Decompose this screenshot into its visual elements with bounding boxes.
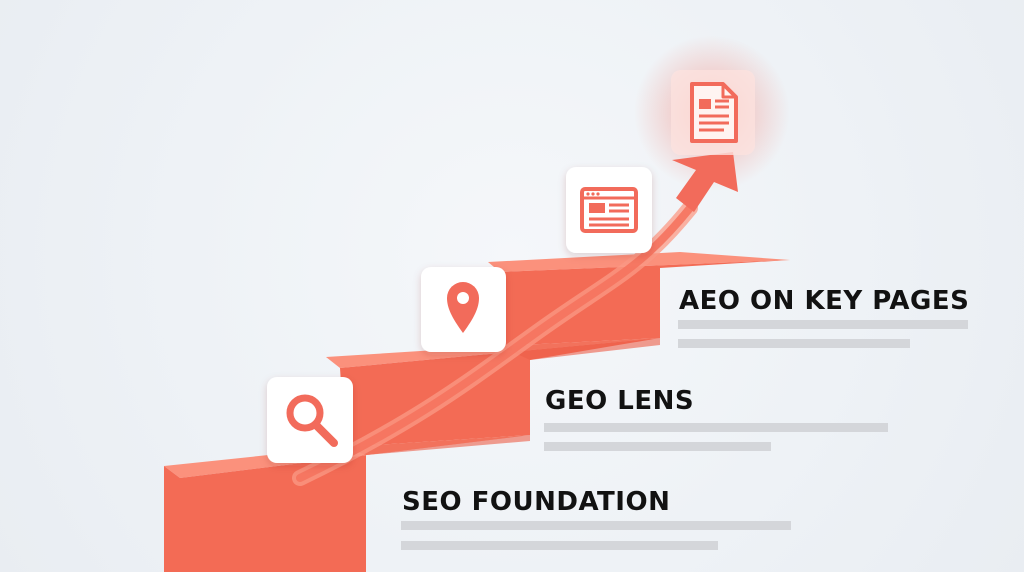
magnifier-icon — [286, 394, 338, 447]
placeholder-line — [401, 521, 791, 530]
geo-placeholder-lines — [544, 423, 888, 451]
stair-step-1-riser — [164, 435, 530, 572]
placeholder-line — [678, 339, 910, 348]
webpage-icon — [580, 187, 638, 233]
stair-step-1-side — [345, 435, 530, 455]
step-label-seo-foundation: SEO FOUNDATION — [402, 487, 671, 517]
document-icon — [690, 82, 738, 143]
magnifier-tile — [267, 377, 353, 463]
step-label-geo-lens: GEO LENS — [545, 386, 695, 416]
seo-placeholder-lines — [401, 521, 791, 550]
location-pin-icon — [447, 282, 479, 333]
placeholder-line — [544, 442, 771, 451]
placeholder-line — [401, 541, 718, 550]
stair-step-3-riser — [500, 260, 790, 346]
step-label-aeo-on-key-pages: AEO ON KEY PAGES — [679, 286, 970, 316]
placeholder-line — [678, 320, 968, 329]
placeholder-line — [544, 423, 888, 432]
stair-step-2-side — [500, 338, 660, 360]
aeo-placeholder-lines — [678, 320, 968, 348]
